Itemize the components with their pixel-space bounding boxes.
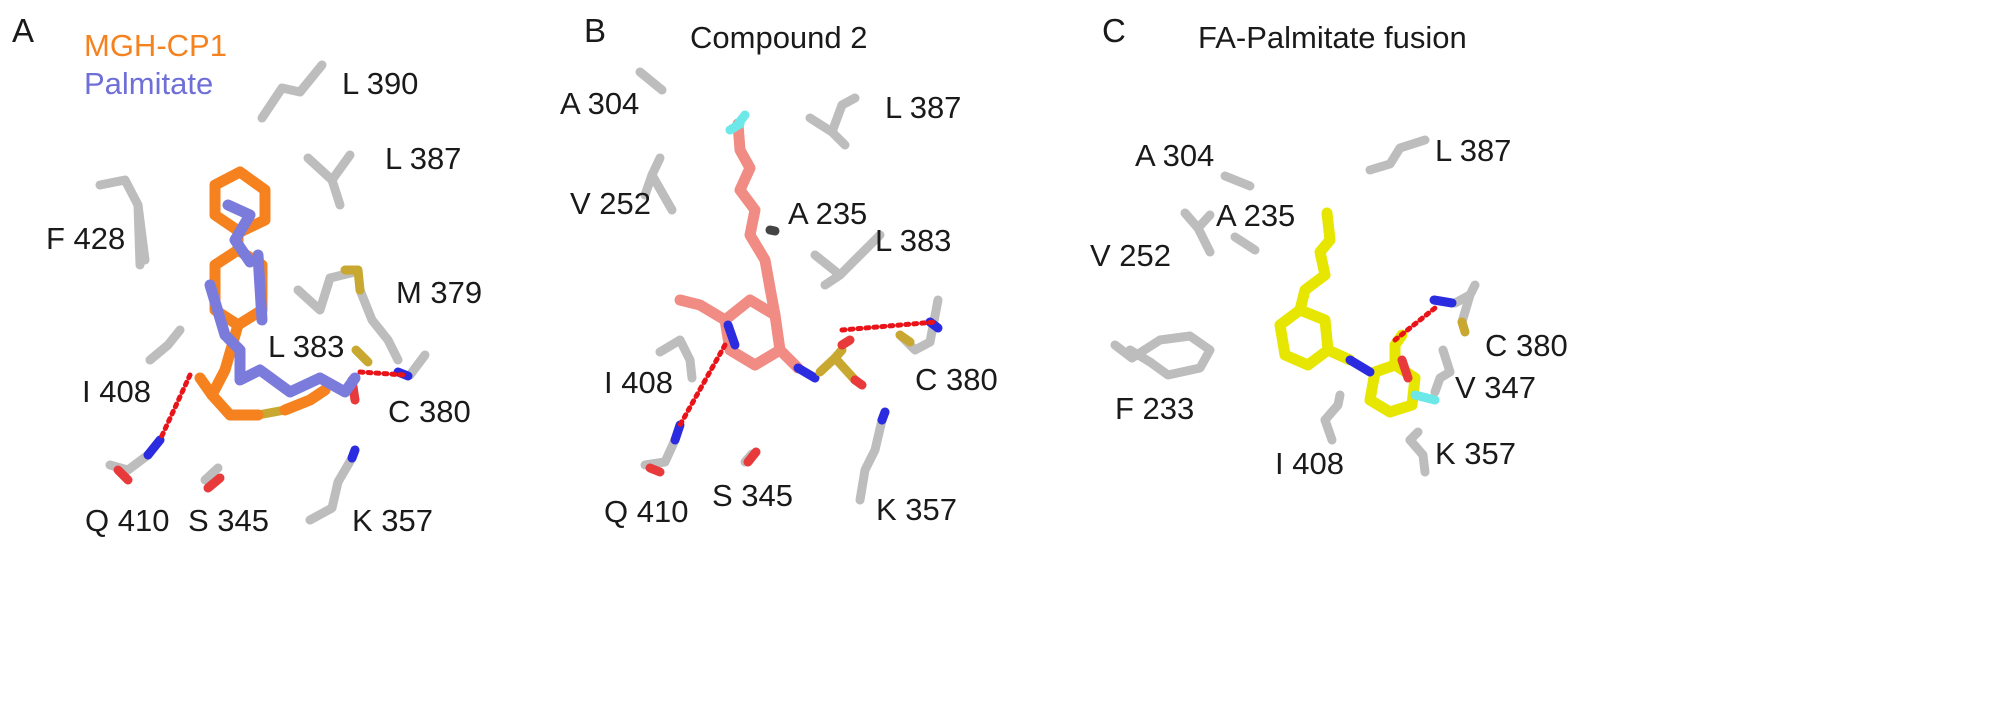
heteroatoms-a xyxy=(113,367,413,493)
residue-sticks-c xyxy=(1110,135,1480,477)
residue-label: V 347 xyxy=(1455,370,1537,405)
residue-label: L 387 xyxy=(1435,133,1512,168)
residue-label: S 345 xyxy=(712,478,794,513)
hbonds-a xyxy=(157,369,408,443)
panel-b: B Compound 2 A 304 L 387 V 252 A 235 L 3… xyxy=(560,0,1130,705)
residue-label: S 345 xyxy=(188,503,270,538)
residue-label: K 357 xyxy=(876,492,958,527)
heteroatoms-b xyxy=(645,317,943,477)
panel-b-structure xyxy=(635,67,943,505)
atom-a235-b xyxy=(765,225,780,236)
residue-label: Q 410 xyxy=(604,494,689,529)
panel-letter-a: A xyxy=(12,12,35,49)
residue-label: M 379 xyxy=(396,275,483,310)
panel-a-structure xyxy=(95,60,430,525)
residue-label: L 383 xyxy=(268,329,345,364)
residue-label: C 380 xyxy=(388,394,471,429)
heteroatoms-c xyxy=(1429,295,1470,337)
residue-label: K 357 xyxy=(1435,436,1517,471)
panel-title-c: FA-Palmitate fusion xyxy=(1198,20,1467,55)
panel-letter-c: C xyxy=(1102,12,1126,49)
residue-label: F 233 xyxy=(1115,391,1195,426)
ligand-compound-2-atoms xyxy=(723,110,867,390)
panel-letter-b: B xyxy=(584,12,607,49)
panel-title-b: Compound 2 xyxy=(690,20,868,55)
residue-label: L 387 xyxy=(385,141,462,176)
residue-label: I 408 xyxy=(604,365,673,400)
ligand-fa-palmitate xyxy=(1274,207,1421,418)
residue-label: Q 410 xyxy=(85,503,170,538)
residue-label: C 380 xyxy=(915,362,998,397)
residue-sticks-a xyxy=(95,60,430,525)
panel-c-structure xyxy=(1110,135,1480,477)
hbonds-b xyxy=(677,319,938,428)
ligand-compound-2 xyxy=(674,118,804,374)
residue-label: C 380 xyxy=(1485,328,1568,363)
residue-label: L 383 xyxy=(875,223,952,258)
panel-c: C FA-Palmitate fusion A 304 L 387 A 235 … xyxy=(1090,0,1990,705)
residue-label: F 428 xyxy=(46,221,126,256)
ligand-palmitate xyxy=(204,199,361,398)
residue-label: A 304 xyxy=(560,86,640,121)
residue-label: I 408 xyxy=(82,374,151,409)
residue-label: K 357 xyxy=(352,503,434,538)
residue-label: V 252 xyxy=(1090,238,1172,273)
legend-palmitate: Palmitate xyxy=(84,66,214,101)
residue-label: L 387 xyxy=(885,90,962,125)
residue-label: A 304 xyxy=(1135,138,1215,173)
panel-a: A MGH-CP1 Palmitate L 390 L 387 F 428 M … xyxy=(0,0,560,705)
ligand-fa-palmitate-atoms xyxy=(1345,355,1440,405)
residue-label: A 235 xyxy=(788,196,868,231)
residue-sticks-b xyxy=(635,67,943,505)
residue-label: I 408 xyxy=(1275,446,1344,481)
residue-label: L 390 xyxy=(342,66,419,101)
hbonds-c xyxy=(1392,305,1438,343)
legend-mgh-cp1: MGH-CP1 xyxy=(84,28,227,63)
residue-label: A 235 xyxy=(1216,198,1296,233)
residue-label: V 252 xyxy=(570,186,652,221)
